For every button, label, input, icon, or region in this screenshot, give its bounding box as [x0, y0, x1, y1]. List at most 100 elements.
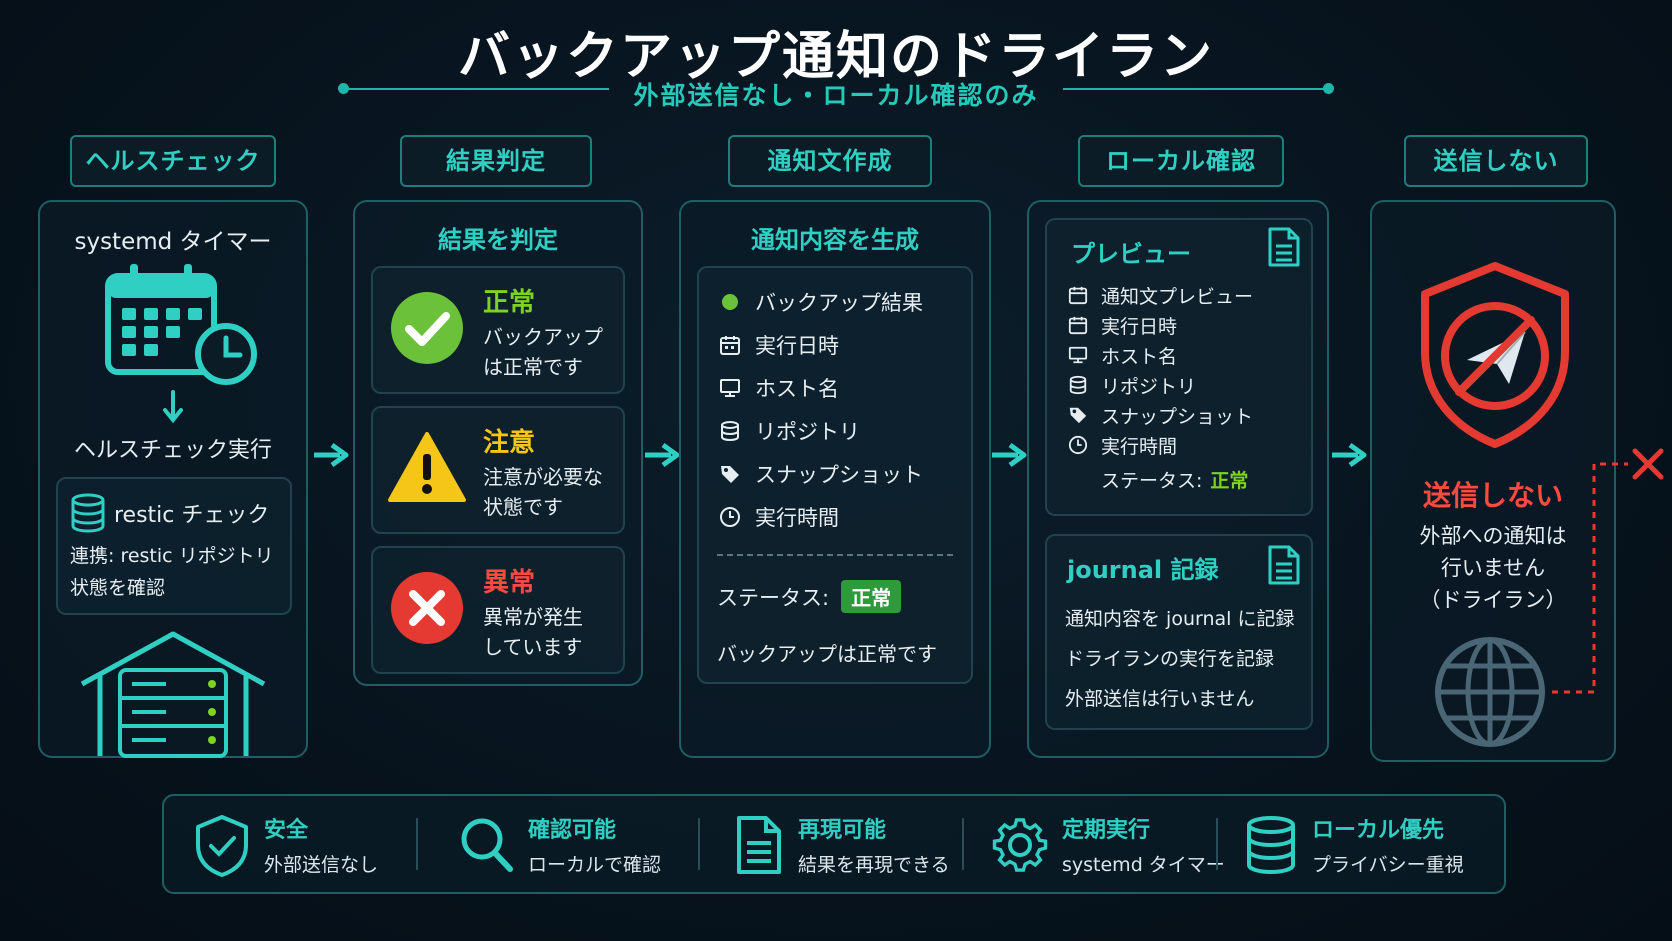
tab-no-send: 送信しない — [1404, 135, 1588, 187]
preview-item-datetime: 実行日時 — [1067, 310, 1307, 340]
feature-reproducible: 再現可能 結果を再現できる — [734, 812, 950, 877]
feature-safe-sub: 外部送信なし — [264, 854, 379, 876]
judge-warn-title: 注意 — [483, 428, 536, 458]
compose-status-label: ステータス: — [717, 585, 830, 610]
judge-card-error: 異常 異常が発生 しています — [371, 546, 625, 674]
compose-status-badge: 正常 — [841, 580, 902, 613]
preview-item-repository: リポジトリ — [1067, 370, 1307, 400]
preview-card: プレビュー 通知文プレビュー 実行日時 ホスト名 リポジトリ — [1045, 218, 1313, 516]
subtitle-bar: 外部送信なし・ローカル確認のみ — [338, 76, 1334, 110]
run-health-check-label: ヘルスチェック実行 — [73, 438, 272, 463]
feature-local-first: ローカル優先 プライバシー重視 — [1244, 812, 1464, 877]
monitor-icon — [717, 375, 743, 401]
panel-local-check: プレビュー 通知文プレビュー 実行日時 ホスト名 リポジトリ — [1027, 200, 1329, 758]
monitor-icon — [1067, 344, 1089, 366]
gear-icon — [992, 817, 1048, 872]
feature-local-first-sub: プライバシー重視 — [1312, 854, 1464, 876]
feature-safe: 安全 外部送信なし — [194, 812, 378, 877]
tab-compose: 通知文作成 — [728, 135, 932, 187]
compose-card: バックアップ結果 実行日時 ホスト名 リポジトリ スナップショット 実行時間 — [697, 266, 973, 684]
calendar-icon — [1067, 314, 1089, 336]
judge-card-warn: 注意 注意が必要な 状態です — [371, 406, 625, 534]
blocked-connection-line — [1552, 462, 1628, 694]
shield-check-icon — [196, 814, 248, 877]
compose-item-duration: 実行時間 — [717, 497, 957, 537]
clock-icon — [1067, 434, 1089, 456]
feature-scheduled: 定期実行 systemd タイマー — [990, 812, 1225, 877]
calendar-icon — [717, 332, 743, 358]
compose-item-label: スナップショット — [755, 463, 923, 487]
restic-desc-line2: 状態を確認 — [70, 577, 166, 599]
panel-compose: 通知内容を生成 バックアップ結果 実行日時 ホスト名 リポジトリ スナップショッ… — [679, 200, 991, 758]
database-icon — [1247, 815, 1295, 874]
journal-title: journal 記録 — [1067, 556, 1219, 584]
restic-desc-line1: 連携: restic リポジトリ — [70, 545, 274, 567]
green-dot-icon — [717, 289, 743, 315]
judge-error-line1: 異常が発生 — [483, 605, 583, 629]
database-icon — [1067, 374, 1089, 396]
preview-status-row: ステータス: 正常 — [1067, 464, 1307, 494]
feature-reproducible-title: 再現可能 — [798, 818, 887, 843]
feature-scheduled-title: 定期実行 — [1062, 818, 1151, 843]
preview-item-hostname: ホスト名 — [1067, 340, 1307, 370]
compose-item-label: 実行日時 — [755, 334, 839, 358]
journal-item-2: ドライランの実行を記録 — [1065, 648, 1275, 670]
compose-item-hostname: ホスト名 — [717, 368, 957, 408]
feature-reproducible-sub: 結果を再現できる — [798, 854, 950, 876]
document-icon — [1268, 545, 1300, 585]
tab-judge: 結果判定 — [400, 135, 592, 187]
timer-label: systemd タイマー — [74, 229, 272, 255]
no-send-title: 送信しない — [1422, 479, 1563, 512]
feature-divider — [1216, 818, 1218, 870]
panel-judge: 結果を判定 正常 バックアップ は正常です 注意 注意が必要な 状態です 異常 … — [353, 200, 643, 686]
globe-icon — [1435, 637, 1545, 747]
no-send-shield-icon — [1421, 262, 1569, 448]
warning-triangle-icon — [388, 432, 466, 502]
no-send-line2: 行いません — [1440, 556, 1546, 580]
preview-item-duration: 実行時間 — [1067, 430, 1307, 460]
compose-item-label: 実行時間 — [755, 506, 839, 530]
blocked-x-icon — [1632, 448, 1664, 480]
database-icon — [71, 493, 105, 533]
tab-local-check: ローカル確認 — [1078, 135, 1284, 187]
preview-item-label: 実行時間 — [1101, 435, 1178, 458]
document-icon — [737, 815, 781, 874]
magnifier-icon — [461, 818, 513, 872]
feature-divider — [416, 818, 418, 870]
restic-check-title: restic チェック — [114, 503, 270, 528]
page-title: バックアップ通知のドライラン — [457, 27, 1214, 87]
compose-item-snapshot: スナップショット — [717, 454, 957, 494]
preview-item-label: スナップショット — [1101, 405, 1254, 428]
panel-no-send: 送信しない 外部への通知は 行いません （ドライラン） — [1370, 200, 1616, 762]
preview-status-label: ステータス: — [1101, 469, 1203, 492]
error-circle-icon — [391, 572, 463, 644]
judge-ok-line2: は正常です — [483, 355, 583, 379]
judge-card-ok: 正常 バックアップ は正常です — [371, 266, 625, 394]
preview-item-label: リポジトリ — [1101, 375, 1197, 398]
feature-verifiable: 確認可能 ローカルで確認 — [458, 812, 661, 877]
calendar-clock-icon — [105, 264, 257, 385]
compose-divider — [717, 554, 953, 556]
judge-ok-title: 正常 — [483, 288, 536, 318]
clock-icon — [717, 504, 743, 530]
preview-item-label: ホスト名 — [1101, 345, 1178, 368]
subtitle-right-dot — [1323, 83, 1334, 94]
preview-item-notification: 通知文プレビュー — [1067, 280, 1307, 310]
feature-scheduled-sub: systemd タイマー — [1062, 854, 1225, 876]
compose-item-result: バックアップ結果 — [717, 282, 957, 322]
document-icon — [1268, 227, 1300, 267]
compose-heading: 通知内容を生成 — [751, 226, 919, 254]
feature-local-first-title: ローカル優先 — [1312, 818, 1445, 843]
feature-bar: 安全 外部送信なし 確認可能 ローカルで確認 再現可能 結果を再現できる — [162, 794, 1506, 894]
journal-item-1: 通知内容を journal に記録 — [1065, 608, 1295, 630]
judge-warn-line1: 注意が必要な — [483, 465, 603, 489]
preview-item-label: 通知文プレビュー — [1101, 285, 1254, 308]
judge-warn-line2: 状態です — [483, 495, 563, 519]
preview-item-snapshot: スナップショット — [1067, 400, 1307, 430]
page-subtitle: 外部送信なし・ローカル確認のみ — [633, 81, 1039, 110]
panel-health-check: systemd タイマー ヘルスチェック実行 restic チェック 連携: r… — [38, 200, 308, 758]
compose-status-row: ステータス: 正常 — [717, 580, 902, 613]
server-house-icon — [80, 631, 266, 758]
judge-ok-line1: バックアップ — [483, 325, 603, 349]
no-send-line3: （ドライラン） — [1419, 588, 1567, 612]
